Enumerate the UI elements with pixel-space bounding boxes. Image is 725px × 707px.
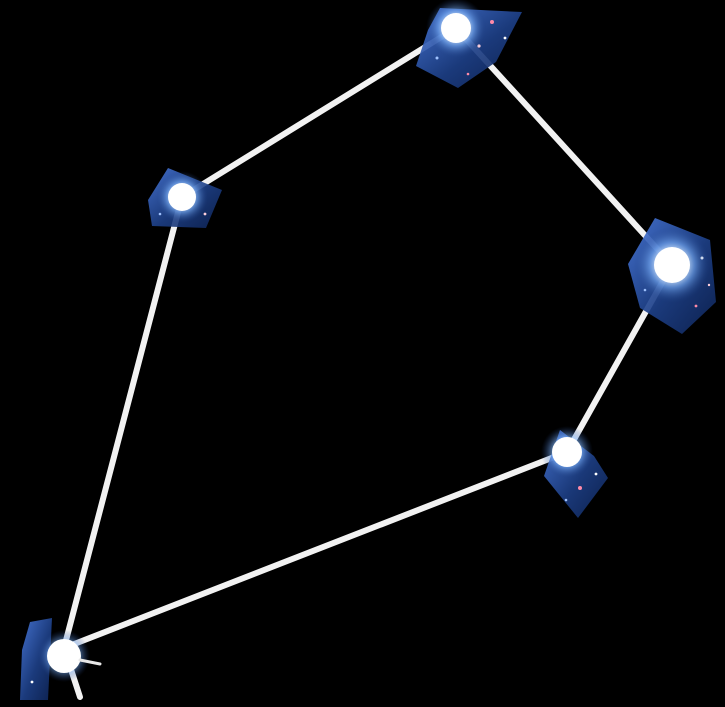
star-speck xyxy=(159,213,162,216)
star-speck xyxy=(565,499,568,502)
star-speck xyxy=(578,486,582,490)
star-core xyxy=(47,639,81,673)
star-core xyxy=(168,183,196,211)
star-speck xyxy=(695,305,698,308)
star-speck xyxy=(31,681,34,684)
star-speck xyxy=(436,57,439,60)
star-speck xyxy=(467,73,470,76)
star-speck xyxy=(204,213,207,216)
star-speck xyxy=(708,284,710,286)
star-core xyxy=(654,247,690,283)
star-core xyxy=(552,437,582,467)
star-core xyxy=(441,13,471,43)
star-speck xyxy=(595,473,598,476)
star-speck xyxy=(490,20,494,24)
star-speck xyxy=(504,37,507,40)
